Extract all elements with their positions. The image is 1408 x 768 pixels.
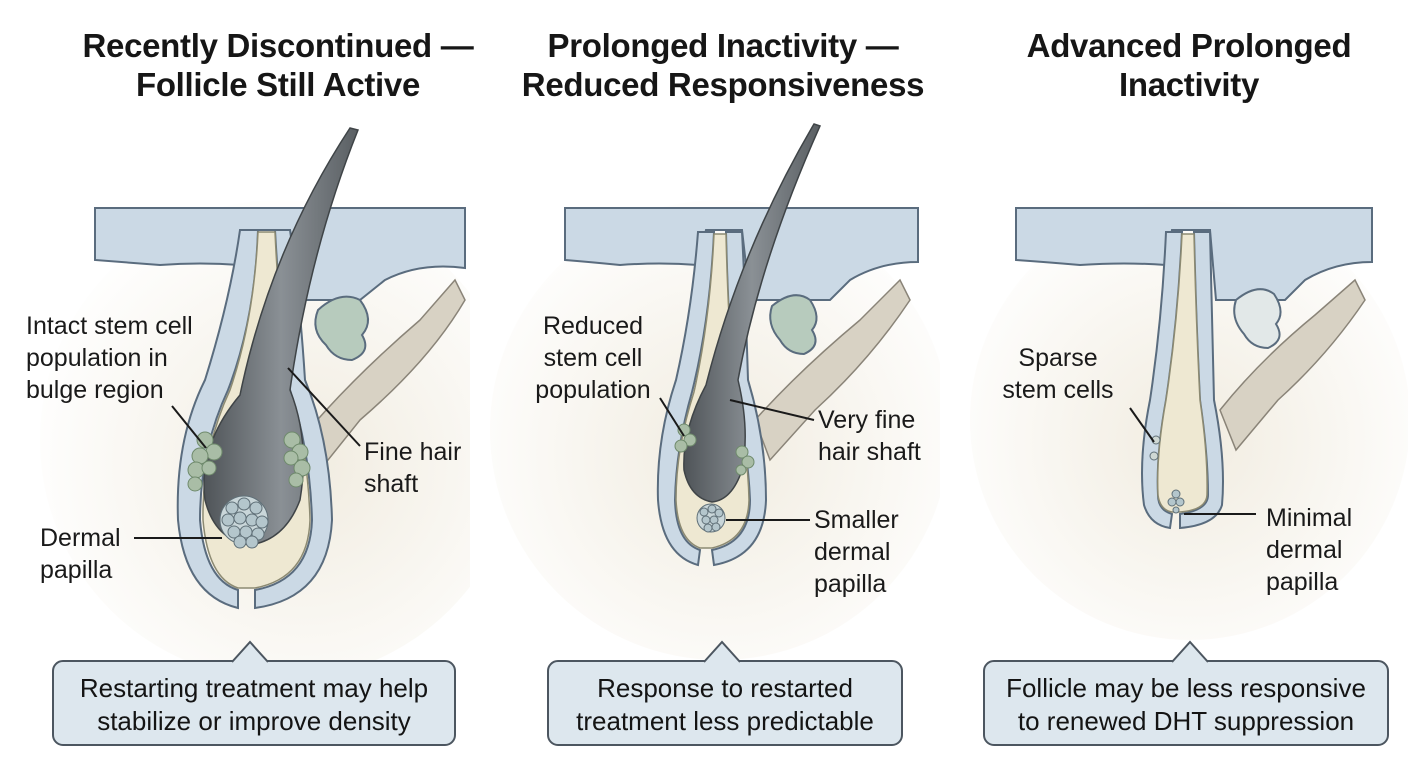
label-stem-line: stem cell — [543, 344, 643, 372]
label-shaft-line: Very fine — [818, 406, 916, 434]
callout-line: Follicle may be less responsive — [1006, 673, 1366, 703]
label-stem-line: Intact stem cell — [26, 312, 193, 340]
label-papilla-line: papilla — [40, 556, 113, 584]
sebaceous-gland — [314, 295, 369, 362]
callout-line: to renewed DHT suppression — [1017, 706, 1355, 736]
panel-title: Advanced Prolonged Inactivity — [955, 26, 1408, 104]
callout-pointer — [703, 640, 741, 663]
outer-root-sheath-left — [656, 231, 716, 567]
stem-cell-cluster — [187, 431, 311, 492]
panel-title-line1: Recently Discontinued — — [82, 27, 474, 64]
label-stem-line: Sparse — [1018, 344, 1098, 372]
outer-root-sheath-left — [176, 229, 260, 610]
inner-root-sheath — [1156, 233, 1208, 513]
panel-title-line1: Prolonged Inactivity — — [547, 27, 899, 64]
label-hair-shaft: Very fine hair shaft — [818, 404, 921, 468]
stem-cell-cluster — [674, 423, 755, 476]
label-papilla-line: papilla — [1266, 568, 1339, 596]
sebaceous-gland — [769, 294, 818, 356]
callout-box-active: Restarting treatment may help stabilize … — [52, 660, 456, 746]
label-dermal-papilla: Minimal dermal papilla — [1266, 502, 1352, 598]
epidermis-layer — [1015, 207, 1373, 301]
label-stem-line: population in — [26, 344, 168, 372]
label-shaft-line: Fine hair — [364, 438, 462, 466]
callout-line: treatment less predictable — [576, 706, 874, 736]
label-stem-line: bulge region — [26, 376, 164, 404]
label-papilla-line: dermal — [1266, 536, 1343, 564]
panel-title-line2: Reduced Responsiveness — [521, 66, 925, 103]
callout-box-reduced: Response to restarted treatment less pre… — [547, 660, 903, 746]
callout-line: Response to restarted — [597, 673, 853, 703]
follicle-illustration-minimal — [970, 200, 1408, 640]
panel-recently-discontinued: Recently Discontinued — Follicle Still A… — [0, 0, 474, 768]
dermal-papilla — [219, 495, 269, 549]
dermal-papilla — [696, 503, 726, 533]
label-shaft-line: shaft — [364, 470, 419, 498]
label-leader-lines — [659, 397, 815, 521]
callout-line: stabilize or improve density — [97, 706, 411, 736]
label-leader-lines — [134, 367, 361, 539]
label-stem-line: stem cells — [1002, 376, 1114, 404]
panel-title-line2: Follicle Still Active — [135, 66, 421, 103]
arrector-pili-muscle — [299, 278, 466, 472]
label-papilla-line: papilla — [814, 570, 887, 598]
panel-title: Recently Discontinued — Follicle Still A… — [43, 26, 513, 104]
label-stem-line: population — [535, 376, 651, 404]
callout-pointer — [231, 640, 269, 663]
label-papilla-line: Smaller — [814, 506, 899, 534]
follicle-illustration-active — [40, 127, 470, 680]
epidermis-layer — [564, 207, 919, 301]
panel-prolonged-inactivity: Prolonged Inactivity — Reduced Responsiv… — [470, 0, 940, 768]
follicle-illustration-reduced — [490, 123, 940, 660]
panel-advanced-inactivity: Advanced Prolonged Inactivity — [940, 0, 1408, 768]
epidermis-layer — [94, 207, 466, 301]
label-stem-cells: Sparse stem cells — [998, 342, 1118, 406]
callout-pointer — [1171, 640, 1209, 663]
label-leader-lines — [1129, 407, 1256, 515]
callout-line: Restarting treatment may help — [79, 673, 429, 703]
label-stem-cells: Reduced stem cell population — [528, 310, 658, 406]
callout-box-minimal: Follicle may be less responsive to renew… — [983, 660, 1389, 746]
panel-title-line1: Advanced Prolonged — [1026, 27, 1352, 64]
label-stem-cells: Intact stem cell population in bulge reg… — [26, 310, 193, 406]
sebaceous-gland — [1233, 288, 1282, 350]
dermal-papilla — [1167, 489, 1185, 514]
label-papilla-line: Minimal — [1266, 504, 1353, 532]
label-hair-shaft: Fine hair shaft — [364, 436, 461, 500]
panel-title: Prolonged Inactivity — Reduced Responsiv… — [488, 26, 958, 104]
label-dermal-papilla: Smaller dermal papilla — [814, 504, 899, 600]
label-shaft-line: hair shaft — [818, 438, 921, 466]
label-stem-line: Reduced — [542, 312, 644, 340]
panel-title-line2: Inactivity — [1118, 66, 1260, 103]
label-papilla-line: Dermal — [40, 524, 121, 552]
label-dermal-papilla: Dermal papilla — [40, 522, 121, 586]
arrector-pili-muscle — [1219, 278, 1366, 452]
label-papilla-line: dermal — [814, 538, 891, 566]
hair-shaft — [683, 123, 822, 503]
